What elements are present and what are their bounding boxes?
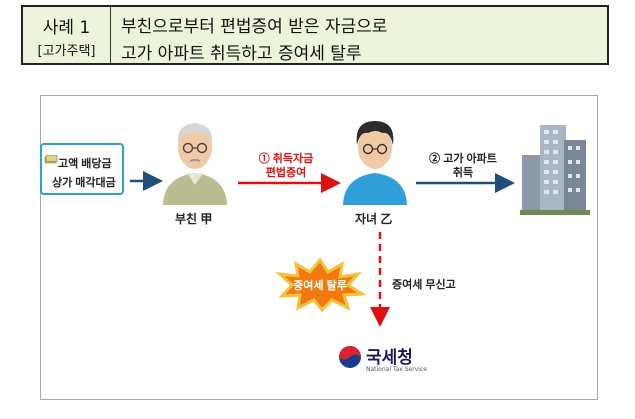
step2-line2: 취득: [452, 167, 474, 179]
source-sale-label: 상가 매각대금: [52, 177, 116, 189]
money-icon: [44, 155, 58, 164]
nts-logo-icon: [339, 346, 361, 368]
flow-diagram: [40, 95, 598, 400]
case-id-cell: 사례 1 [고가주택]: [23, 7, 111, 63]
case-number: 사례 1: [42, 18, 91, 38]
agency-name: 국세청: [366, 348, 413, 368]
case-category: [고가주택]: [37, 44, 96, 59]
step2-purchase-label: ② 고가 아파트 취득: [418, 152, 508, 180]
father-icon: [163, 123, 227, 205]
source-dividend-label: 고액 배당금: [58, 158, 112, 170]
funding-source-box: 고액 배당금 상가 매각대금: [40, 143, 124, 195]
unreported-label: 증여세 무신고: [392, 279, 456, 291]
step1-line2: 편법증여: [265, 167, 307, 179]
case-title-cell: 부친으로부터 편법증여 받은 자금으로 고가 아파트 취득하고 증여세 탈루: [115, 7, 605, 64]
burst-icon: [275, 257, 367, 313]
case-title-line2: 고가 아파트 취득하고 증여세 탈루: [121, 44, 362, 64]
case-title-line1: 부친으로부터 편법증여 받은 자금으로: [121, 17, 388, 37]
step1-line1: ① 취득자금: [258, 153, 314, 165]
building-icon: [520, 125, 590, 215]
case-header: 사례 1 [고가주택] 부친으로부터 편법증여 받은 자금으로 고가 아파트 취…: [21, 5, 609, 65]
step1-gift-label: ① 취득자금 편법증여: [245, 152, 327, 180]
evasion-label: 증여세 탈루: [293, 280, 347, 292]
child-icon: [343, 121, 407, 205]
father-label: 부친 甲: [175, 212, 213, 226]
agency-english: National Tax Service: [366, 366, 427, 373]
child-label: 자녀 乙: [355, 212, 393, 226]
step2-line1: ② 고가 아파트: [429, 153, 497, 165]
